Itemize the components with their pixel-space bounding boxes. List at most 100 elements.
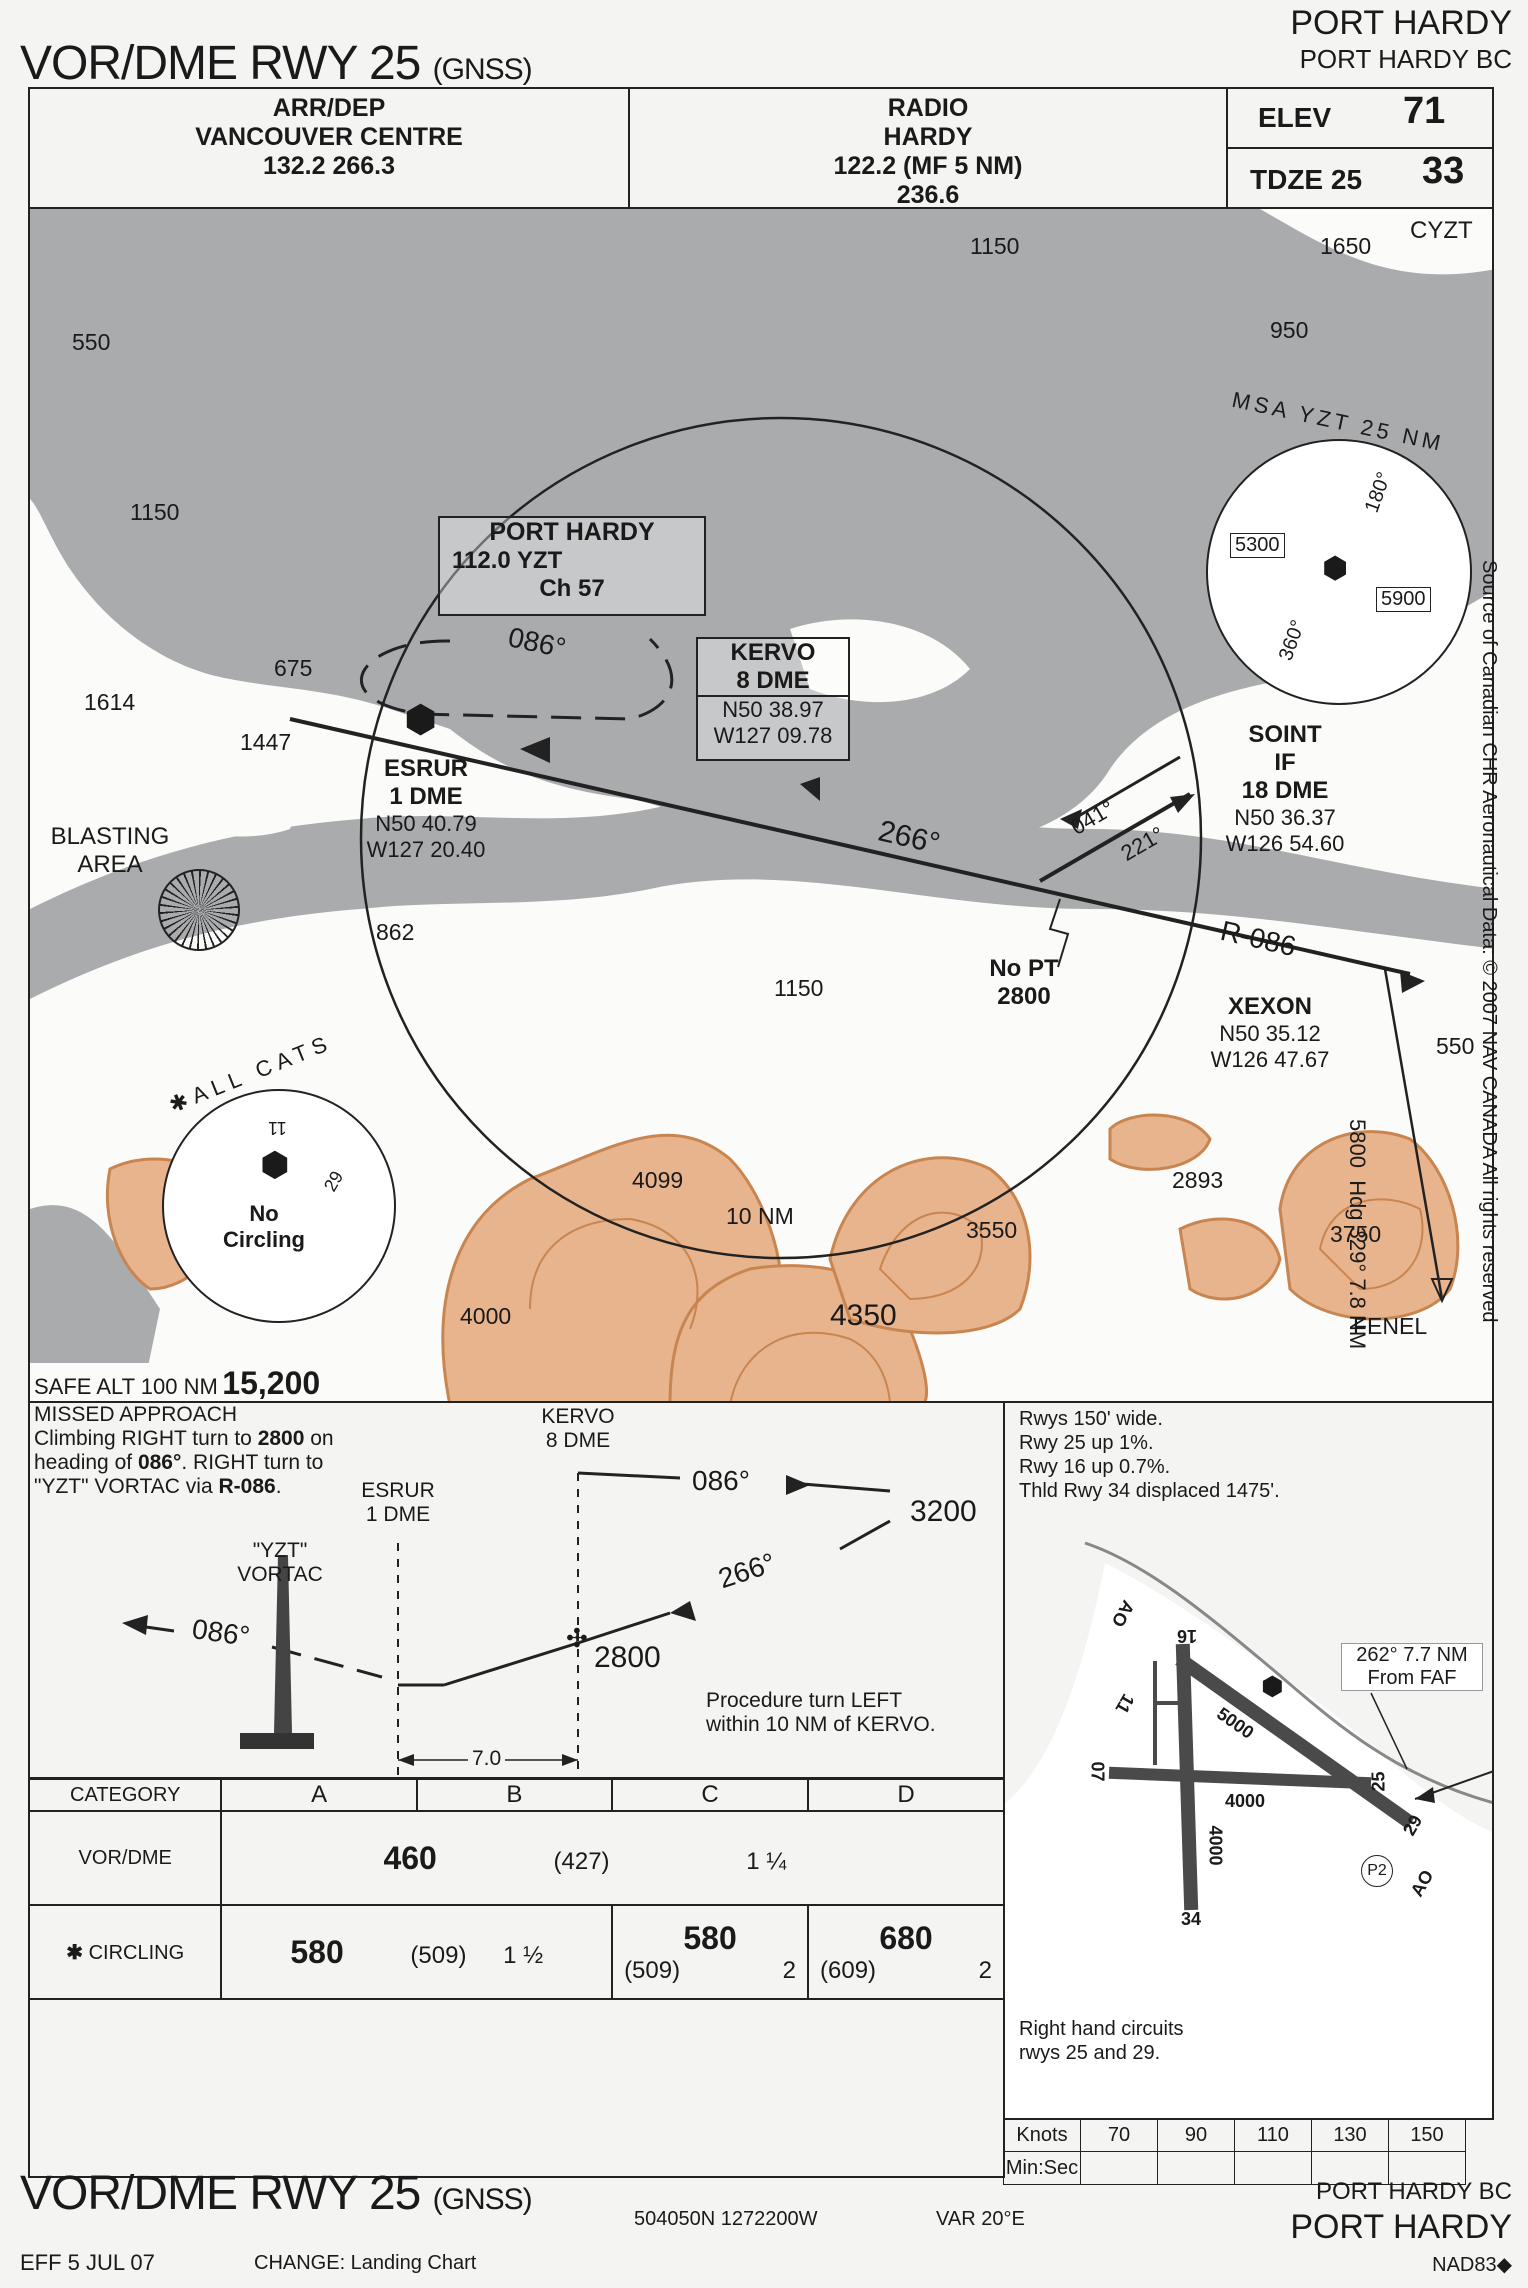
spot-elevation: 1150 <box>130 499 180 525</box>
spot-elevation: 3550 <box>966 1217 1018 1243</box>
runway-11-29 <box>1175 1653 1415 1829</box>
kervo-lat: N50 38.97 <box>722 697 824 722</box>
msa-bearing-180: 180° <box>1360 469 1396 516</box>
profile-distance: 7.0 <box>468 1747 506 1771</box>
vortac-icon: ⬢ <box>404 699 438 741</box>
circling-label: ✱ CIRCLING <box>27 1904 223 2000</box>
msa-sector-5900: 5900 <box>1376 587 1431 612</box>
spot-elevation: 2893 <box>1172 1167 1224 1193</box>
footer-coords: 504050N 1272200W <box>634 2208 818 2230</box>
plan-view-map <box>30 209 1492 1401</box>
minima-table: CATEGORY A B C D VOR/DME 460 (427) 1 ¼ ✱… <box>27 1778 1005 2178</box>
xexon-label: XEXON N50 35.12 W126 47.67 <box>1210 993 1330 1072</box>
time-cell <box>1311 2151 1389 2185</box>
circling-ab-minima: 580 (509) 1 ½ <box>220 1904 614 2000</box>
water-area <box>30 209 1492 462</box>
minsec-label: Min:Sec <box>1003 2151 1081 2185</box>
profile-view: MISSED APPROACH Climbing RIGHT turn to 2… <box>28 1401 1005 1779</box>
approach-course <box>289 637 1444 1300</box>
approach-arrows <box>520 737 1454 1304</box>
spot-elevation: 1614 <box>84 689 136 715</box>
elev-label: ELEV <box>1258 102 1332 133</box>
airport-location: PORT HARDY BC <box>1299 44 1512 74</box>
tdze-value: 33 <box>1422 150 1465 192</box>
island <box>790 619 970 703</box>
datum-label: NAD83◆ <box>1432 2254 1512 2276</box>
airport-notes: Rwys 150' wide. Rwy 25 up 1%. Rwy 16 up … <box>1019 1408 1280 1502</box>
category-b: B <box>415 1778 614 1812</box>
page-title: VOR/DME RWY 25 (GNSS) <box>20 37 533 90</box>
footer-airport: PORT HARDY <box>1290 2208 1512 2246</box>
speed-cell: 90 <box>1157 2118 1235 2152</box>
island <box>1260 209 1492 275</box>
runway-threshold-bar <box>240 1733 314 1749</box>
msa-bearing-360: 360° <box>1274 617 1310 664</box>
change-note: CHANGE: Landing Chart <box>254 2252 477 2274</box>
vor-info-box: PORT HARDY 112.0 YZT Ch 57 <box>438 516 706 616</box>
rwy-length-4000-east: 4000 <box>1225 1791 1266 1811</box>
effective-date: EFF 5 JUL 07 <box>20 2250 155 2275</box>
kervo-name: KERVO <box>730 639 816 666</box>
speed-cell: 150 <box>1388 2118 1466 2152</box>
timing-table: Knots 70 90 110 130 150 Min:Sec <box>1003 2118 1466 2185</box>
footer-title: VOR/DME RWY 25 (GNSS) <box>20 2167 533 2220</box>
elevation-box: ELEV 71 TDZE 25 33 <box>1226 87 1494 209</box>
time-cell <box>1234 2151 1312 2185</box>
ring-label: 10 NM <box>726 1203 794 1229</box>
vor-dme-minima: 460 (427) 1 ¼ <box>220 1810 1005 1906</box>
spot-elevation: 3750 <box>1330 1221 1382 1247</box>
msa-sector-5300: 5300 <box>1230 533 1285 558</box>
terrain-contours <box>105 1113 1460 1401</box>
water-inlet <box>30 1205 160 1401</box>
profile-vortac-label: "YZT"VORTAC <box>237 1539 323 1586</box>
spot-elevation: 1150 <box>970 233 1020 259</box>
spot-elevation: 950 <box>1270 317 1309 343</box>
spot-elevation: 550 <box>72 329 111 355</box>
water-inlet <box>30 589 310 837</box>
footer-variation: VAR 20°E <box>936 2208 1025 2230</box>
ten-nm-ring <box>359 416 1203 1260</box>
vor-dme-label: VOR/DME <box>27 1810 223 1906</box>
rwy-25-label: 25 <box>1368 1771 1389 1792</box>
msa-center-icon: ⬢ <box>1322 552 1349 585</box>
spot-elevation: 1150 <box>774 975 824 1001</box>
rwy-07-label: 07 <box>1087 1761 1108 1782</box>
airport-diagram-map <box>1005 1541 1492 2118</box>
footer-location: PORT HARDY BC <box>1315 2178 1512 2205</box>
spot-elevation: 4000 <box>460 1303 512 1329</box>
spot-elevation: 4099 <box>632 1167 684 1193</box>
kervo-dme: 8 DME <box>698 667 848 697</box>
vor-channel: Ch 57 <box>539 575 605 602</box>
runway-07-25 <box>1108 1766 1372 1790</box>
msa-circle: ⬢ 5300 5900 180° 360° <box>1206 439 1472 705</box>
spot-elevation: 550 <box>1436 1033 1475 1059</box>
profile-outbound-heading: 086° <box>692 1465 750 1496</box>
cyzt-label: CYZT <box>1410 217 1473 244</box>
circling-c-minima: 580 (509)2 <box>611 1904 810 2000</box>
airport-name: PORT HARDY <box>1290 4 1512 42</box>
plan-view: PORT HARDY 112.0 YZT Ch 57 ⬢ 086° KERVO … <box>28 207 1494 1403</box>
airport-symbol: ⬢ <box>260 1146 290 1184</box>
category-a: A <box>220 1778 418 1812</box>
p2-marker: P2 <box>1361 1855 1393 1887</box>
shoreline <box>1084 1541 1492 1804</box>
kervo-info-box: KERVO 8 DME N50 38.97 W127 09.78 <box>696 637 850 761</box>
spot-elevation: 4350 <box>830 1299 897 1332</box>
safe-altitude: SAFE ALT 100 NM 15,200 <box>30 1363 325 1401</box>
rwy-34-label: 34 <box>1181 1909 1202 1929</box>
time-cell <box>1388 2151 1466 2185</box>
soint-label: SOINT IF 18 DME N50 36.37 W126 54.60 <box>1225 721 1345 856</box>
elev-value: 71 <box>1403 90 1446 132</box>
rwy-16-label: 16 <box>1177 1626 1198 1646</box>
time-cell <box>1080 2151 1158 2185</box>
airport-diagram: Rwys 150' wide. Rwy 25 up 1%. Rwy 16 up … <box>1003 1401 1494 2120</box>
